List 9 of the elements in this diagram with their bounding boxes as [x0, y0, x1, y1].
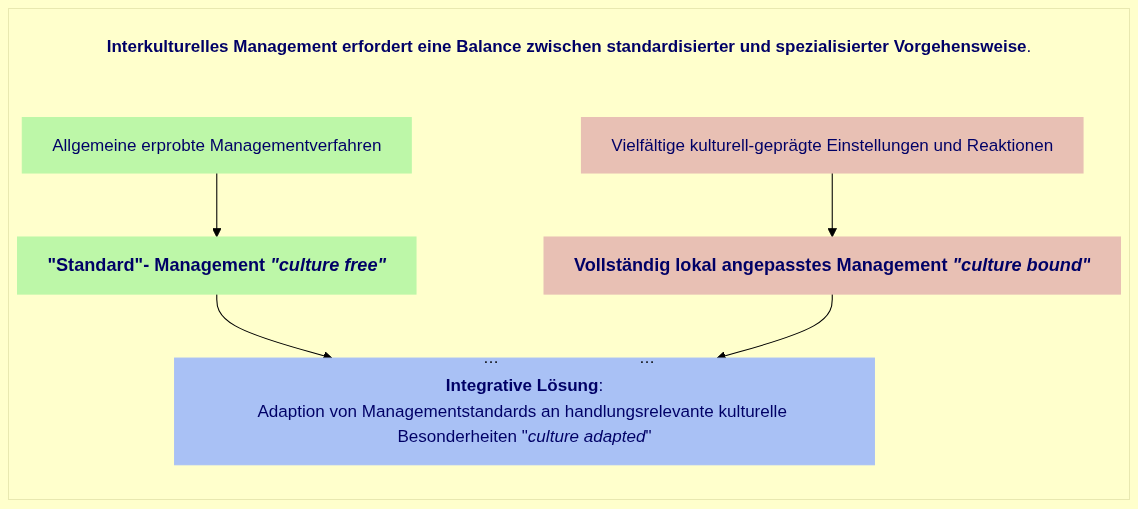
node-box: Allgemeine erprobte Managementverfahren [21, 117, 412, 174]
arrow [212, 172, 222, 238]
arrow [827, 172, 837, 238]
ellipsis-note: … [483, 349, 499, 366]
node-box: Vielfältige kulturell-geprägte Einstellungen und Reaktionen [580, 117, 1084, 174]
ellipsis-note: … [639, 349, 655, 366]
node-box: "Standard"- Management "culture free" [17, 236, 417, 295]
node-box: Vollständig lokal angepasstes Management "culture bound" [543, 236, 1121, 295]
diagram-title: Interkulturelles Management erfordert eine Balance zwischen standardisierter und spezialisierter Vorgehensweise. [105, 36, 1033, 58]
